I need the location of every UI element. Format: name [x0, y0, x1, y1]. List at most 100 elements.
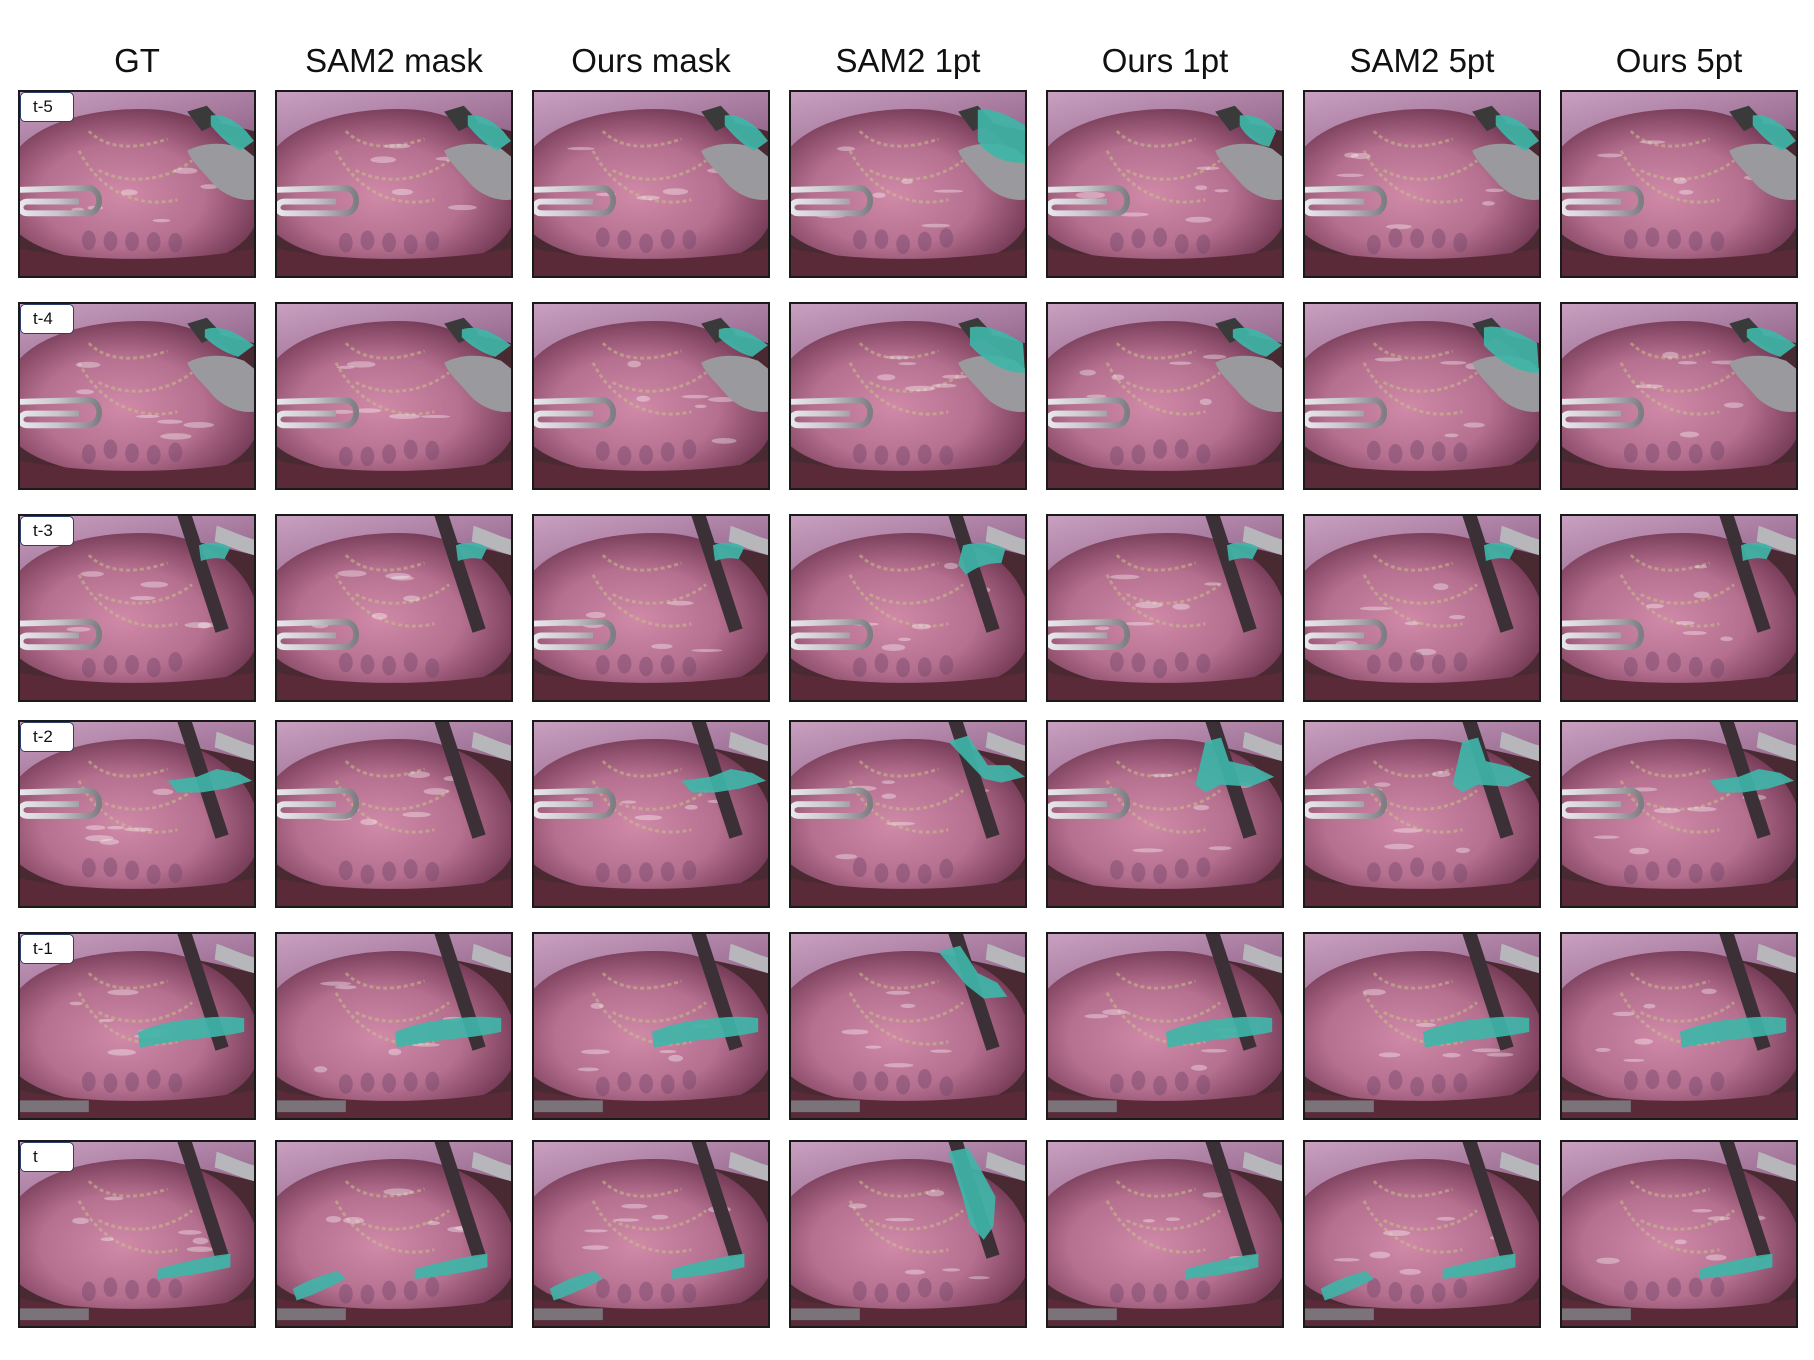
membrane-layer [277, 92, 511, 149]
specular-highlight [85, 825, 106, 831]
suture-line [1362, 342, 1478, 416]
segmentation-mask [948, 735, 1025, 783]
organ-tissue [277, 739, 511, 897]
grey-tool-tip [1242, 525, 1282, 556]
tissue-bump [1153, 1075, 1167, 1096]
segmentation-mask [1752, 115, 1796, 151]
tissue-bump [1366, 440, 1381, 461]
frame-t-2-ours-1pt [1046, 720, 1284, 908]
tissue-bump [682, 439, 697, 459]
frame-t-5-sam2-mask [275, 90, 513, 278]
specular-highlight [1455, 847, 1470, 853]
tissue-bump [1196, 1074, 1211, 1095]
frame-t-5-sam2-1pt [789, 90, 1027, 278]
specular-highlight [933, 189, 964, 193]
tissue-bump [639, 656, 653, 677]
tissue-bump [874, 445, 889, 465]
specular-highlight [634, 815, 663, 821]
specular-highlight [1486, 1052, 1514, 1057]
specular-highlight [582, 1245, 609, 1250]
tissue-bump [874, 653, 889, 673]
tissue-bump [917, 1277, 932, 1298]
frame-t-1-gt [18, 932, 256, 1120]
specular-highlight [157, 419, 183, 424]
tissue-bump [660, 654, 675, 675]
grey-grasper-instrument [701, 355, 768, 412]
tissue-bump [425, 440, 440, 461]
suture-line [848, 1180, 964, 1254]
specular-highlight [426, 1220, 440, 1226]
suture-line [77, 342, 193, 416]
tissue-bump [1174, 234, 1189, 254]
specular-highlight [76, 389, 94, 395]
silver-clip-instrument [1305, 396, 1388, 429]
tissue-bump [1410, 857, 1424, 877]
suture-line [848, 342, 964, 416]
segmentation-mask [681, 768, 767, 793]
segmentation-mask [204, 327, 254, 357]
specular-highlight [448, 204, 477, 211]
tissue-bump [1153, 439, 1167, 459]
lower-tissue-band [1048, 878, 1282, 906]
tissue-bump [103, 857, 118, 877]
tissue-bump [917, 657, 932, 677]
frame-t-1-ours-mask [532, 932, 770, 1120]
frame-t-ours-mask [532, 1140, 770, 1328]
grey-tool-tip [1756, 525, 1796, 556]
tissue-bump [338, 860, 353, 881]
specular-highlight [1635, 384, 1664, 389]
tissue-bump [81, 858, 96, 878]
specular-highlight [99, 838, 120, 845]
specular-highlight [898, 637, 911, 642]
tissue-bump [1131, 1070, 1146, 1091]
tissue-bump [1109, 232, 1124, 252]
specular-highlight [1678, 189, 1694, 195]
specular-highlight [1150, 773, 1174, 778]
specular-highlight [841, 1029, 869, 1035]
specular-highlight [66, 626, 91, 632]
tissue-bump [595, 1278, 610, 1299]
specular-highlight [1485, 188, 1504, 193]
column-header-sam2-5pt: SAM2 5pt [1349, 42, 1495, 79]
segmentation-mask [461, 327, 511, 357]
specular-highlight [930, 1049, 952, 1053]
specular-highlight [129, 595, 156, 601]
specular-highlight [1645, 603, 1664, 609]
row-label-t-3: t-3 [20, 516, 74, 546]
silver-clip-instrument [1305, 184, 1388, 217]
specular-highlight [684, 804, 698, 810]
tissue-bump [1710, 862, 1725, 882]
silver-clip-instrument [1048, 618, 1131, 651]
specular-highlight [370, 156, 397, 164]
specular-highlight [1440, 360, 1467, 365]
suture-line [1105, 1180, 1221, 1254]
specular-highlight [1678, 361, 1697, 365]
tissue-bump [382, 861, 396, 882]
specular-highlight [1350, 152, 1371, 160]
specular-highlight [584, 1229, 608, 1233]
tissue-bump [874, 863, 889, 883]
tissue-bump [1366, 234, 1381, 255]
organ-tissue [1562, 951, 1796, 1109]
organ-tissue [534, 951, 768, 1109]
segmentation-mask [1495, 115, 1539, 151]
tissue-bump [360, 446, 375, 467]
specular-highlight [881, 644, 906, 651]
bottom-metal-instrument [277, 1100, 346, 1113]
tissue-bump [382, 1280, 396, 1301]
organ-tissue [1562, 1159, 1796, 1317]
grey-grasper-instrument [1729, 355, 1796, 412]
membrane-layer [534, 92, 768, 149]
silver-clip-instrument [791, 618, 874, 651]
silver-clip-instrument [791, 396, 874, 429]
specular-highlight [1675, 620, 1695, 625]
tissue-bump [81, 1281, 96, 1302]
specular-highlight [1662, 351, 1679, 359]
tissue-bump [1153, 1283, 1167, 1304]
specular-highlight [140, 581, 169, 588]
tissue-bump [81, 230, 96, 251]
specular-highlight [1344, 152, 1359, 158]
specular-highlight [1075, 191, 1106, 199]
tissue-bump [125, 654, 139, 675]
specular-highlight [402, 811, 431, 818]
